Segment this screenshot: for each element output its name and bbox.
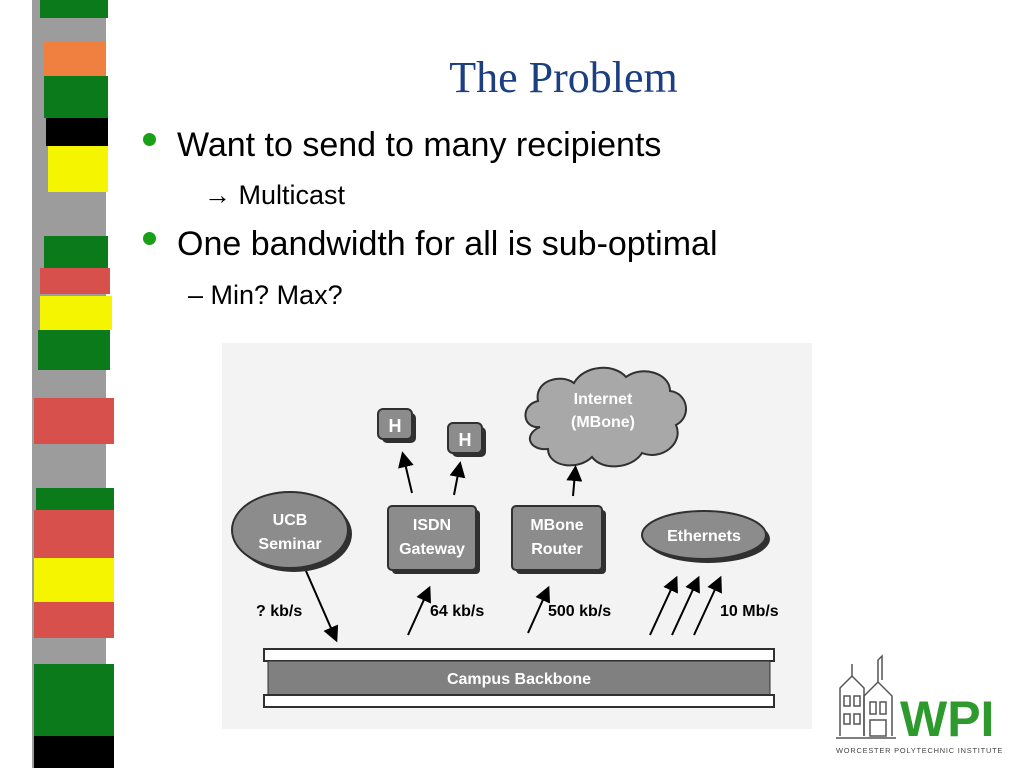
sub-bullet-text: Min? Max? (210, 280, 343, 310)
isdn-gateway-node: ISDN Gateway (387, 505, 480, 574)
isdn-label-line2: Gateway (399, 541, 465, 558)
network-diagram-svg: Internet (MBone) H H UCB Seminar (231, 366, 779, 708)
ethernets-node: Ethernets (641, 510, 770, 563)
isdn-rate-label: 64 kb/s (430, 603, 484, 620)
sidebar-strip (34, 664, 114, 736)
sidebar-strip (36, 488, 114, 510)
decorative-sidebar (18, 0, 114, 768)
internet-label-line1: Internet (574, 391, 633, 408)
sidebar-strip (44, 76, 108, 118)
ucb-link-arrow (305, 570, 339, 643)
wpi-logo: WPI WORCESTER POLYTECHNIC INSTITUTE (834, 652, 1010, 760)
sidebar-strip (40, 268, 110, 294)
sidebar-strip (34, 602, 114, 638)
wpi-logo-svg: WPI WORCESTER POLYTECHNIC INSTITUTE (836, 654, 1003, 755)
sidebar-strip (44, 236, 108, 268)
internet-cloud: Internet (MBone) (524, 366, 687, 468)
bullet-text: One bandwidth for all is sub-optimal (177, 225, 718, 263)
ethernet-link-arrow (671, 575, 700, 636)
host-node: H (447, 422, 486, 457)
arrow-to-host (449, 461, 466, 496)
mbone-router-node: MBone Router (511, 505, 606, 574)
ethernet-link-arrow (693, 575, 722, 636)
backbone-label: Campus Backbone (447, 671, 591, 688)
ucb-rate-label: ? kb/s (256, 603, 302, 620)
campus-backbone: Campus Backbone (263, 648, 775, 708)
mbone-label-line1: MBone (530, 517, 583, 534)
ethernets-label: Ethernets (667, 528, 741, 545)
building-sketch-icon (836, 654, 896, 739)
arrow-to-internet (566, 465, 583, 497)
dash-marker: – (188, 280, 204, 310)
sidebar-strip (46, 118, 108, 146)
host-node: H (377, 408, 416, 443)
mbone-label-line2: Router (531, 541, 583, 558)
sub-bullet: – Min? Max? (188, 280, 343, 311)
bullet-text: Want to send to many recipients (177, 126, 662, 164)
ethernet-link-arrow (649, 575, 678, 636)
mbone-rate-label: 500 kb/s (548, 603, 611, 620)
internet-label-line2: (MBone) (571, 414, 635, 431)
arrow-icon: → (204, 180, 231, 210)
sub-bullet: → Multicast (204, 180, 345, 211)
slide-title: The Problem (449, 53, 678, 102)
ucb-label-line2: Seminar (258, 536, 321, 553)
sidebar-strip (34, 558, 114, 602)
sidebar-strip (48, 146, 108, 192)
ucb-label-line1: UCB (273, 512, 308, 529)
wpi-logo-caption: WORCESTER POLYTECHNIC INSTITUTE (836, 746, 1003, 755)
ucb-seminar-node: UCB Seminar (231, 491, 352, 572)
sidebar-strip (34, 398, 114, 444)
sub-bullet-text: Multicast (238, 180, 346, 210)
bullet-dot (143, 133, 156, 146)
arrow-to-host (398, 451, 414, 494)
sidebar-strip (38, 330, 110, 370)
sidebar-strip (44, 42, 106, 76)
isdn-label-line1: ISDN (413, 517, 451, 534)
host-label: H (459, 430, 472, 450)
network-diagram: Internet (MBone) H H UCB Seminar (222, 343, 812, 729)
ethernet-rate-label: 10 Mb/s (720, 603, 779, 620)
wpi-logo-text: WPI (900, 691, 994, 747)
sidebar-strip (40, 296, 112, 330)
mbone-link-arrow (527, 585, 551, 634)
sidebar-strip (34, 510, 114, 558)
bullet-dot (143, 232, 156, 245)
sidebar-strip (40, 0, 108, 18)
host-label: H (389, 416, 402, 436)
sidebar-strip (34, 736, 114, 768)
isdn-link-arrow (407, 585, 431, 636)
